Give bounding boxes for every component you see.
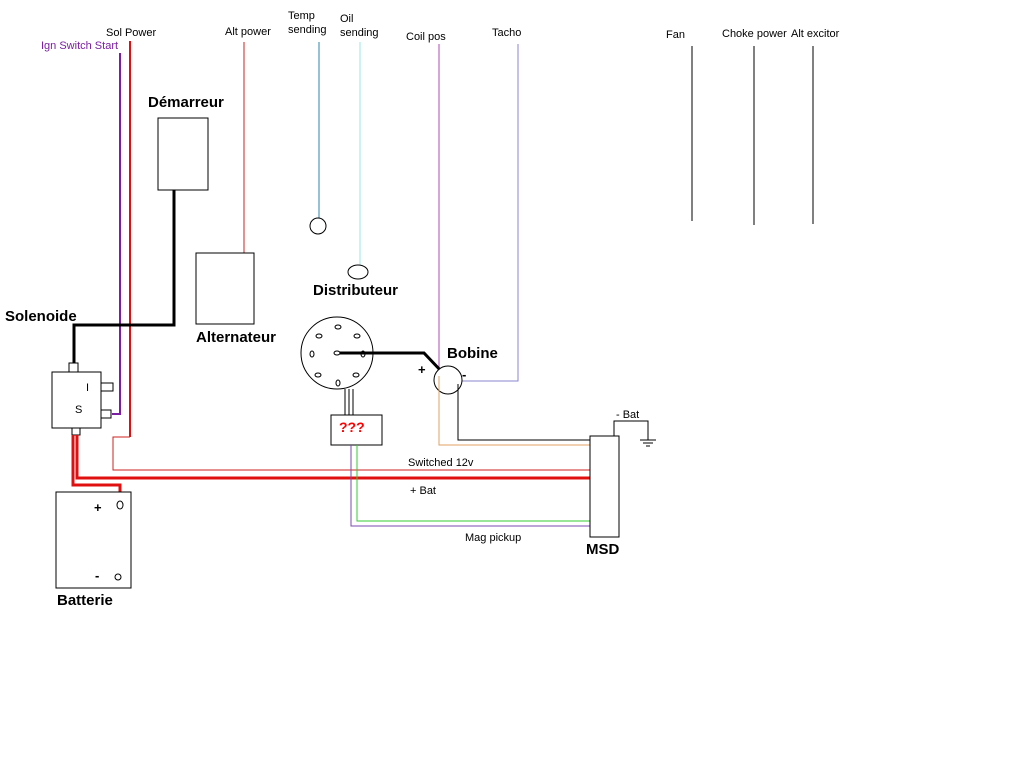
solenoid-i-terminal	[100, 382, 114, 392]
wire-msd-ground	[613, 420, 649, 440]
label-demarreur: Démarreur	[148, 94, 224, 111]
solenoid-box	[51, 371, 102, 429]
battery-minus-terminal	[114, 573, 122, 581]
label-bobine: Bobine	[447, 345, 498, 362]
wire-mag-pickup-green	[356, 445, 590, 522]
label-fan: Fan	[666, 29, 685, 41]
wire-starter-cable	[72, 190, 176, 364]
wire-coil-neg-msd	[457, 384, 590, 441]
solenoid-top-terminal	[68, 362, 79, 373]
label-oil-sending-line2: sending	[340, 27, 379, 39]
label-msd: MSD	[586, 541, 620, 558]
unknown-box	[330, 414, 383, 446]
solenoid-s-terminal	[100, 409, 112, 419]
battery-plus-terminal	[116, 500, 124, 510]
solenoid-bottom-terminal	[71, 427, 81, 436]
msd-box	[589, 435, 620, 538]
label-coil-plus: +	[418, 362, 426, 377]
label-temp-sending-line1: Temp	[288, 10, 315, 22]
label-switched-12v: Switched 12v	[408, 457, 474, 469]
wire-battery-main-2	[75, 435, 590, 480]
label-choke-power: Choke power	[722, 28, 787, 40]
label-solenoid-i: I	[86, 382, 89, 394]
label-solenoid-s: S	[75, 404, 82, 416]
label-battery-plus: +	[94, 500, 102, 515]
label-oil-sending-line1: Oil	[340, 13, 353, 25]
label-neg-bat: - Bat	[616, 409, 639, 421]
coil-symbol	[433, 365, 463, 395]
temp-sending-unit	[309, 217, 327, 235]
label-solenoide: Solenoide	[5, 308, 77, 325]
label-tacho: Tacho	[492, 27, 521, 39]
label-temp-sending-line2: sending	[288, 24, 327, 36]
wire-coil-pos-msd	[438, 376, 590, 446]
wire-mag-pickup-violet	[350, 445, 590, 527]
label-plus-bat: + Bat	[410, 485, 436, 497]
distributor-cap	[300, 316, 374, 390]
oil-sending-unit	[347, 264, 369, 280]
label-sol-power: Sol Power	[106, 27, 156, 39]
demarreur-box	[157, 117, 209, 191]
wire-tacho	[462, 44, 519, 382]
label-alt-excitor: Alt excitor	[791, 28, 840, 40]
label-ign-switch-start: Ign Switch Start	[41, 40, 118, 52]
label-alt-power: Alt power	[225, 26, 271, 38]
label-batterie: Batterie	[57, 592, 113, 609]
label-mag-pickup: Mag pickup	[465, 532, 521, 544]
label-distributeur: Distributeur	[313, 282, 398, 299]
alternateur-box	[195, 252, 255, 325]
label-coil-minus: -	[462, 367, 466, 382]
ground-symbol	[640, 439, 656, 447]
label-alternateur: Alternateur	[196, 329, 276, 346]
label-unknown-box: ???	[339, 419, 365, 435]
label-battery-minus: -	[95, 568, 99, 583]
label-coil-pos: Coil pos	[406, 31, 446, 43]
